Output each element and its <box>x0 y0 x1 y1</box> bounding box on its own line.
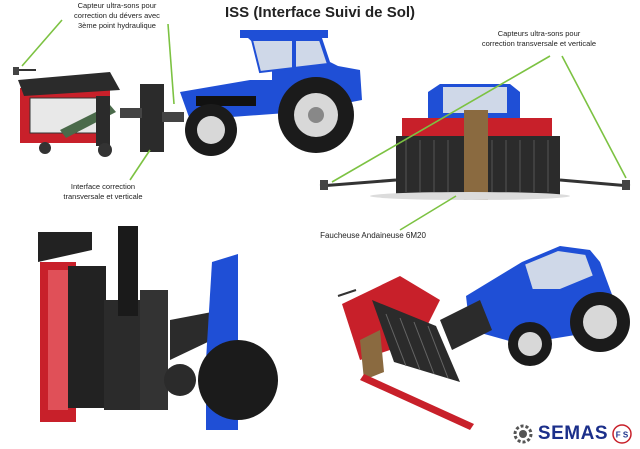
ultrasonic-sensor-left <box>320 180 328 190</box>
tractor-rear-view <box>319 84 631 200</box>
page-title: ISS (Interface Suivi de Sol) <box>224 4 416 21</box>
annotation-arrows <box>21 19 627 231</box>
badge-icon: F S <box>612 424 632 444</box>
tractor-three-quarter-view <box>337 246 630 430</box>
annotation-top-right: Capteurs ultra-sons pour correction tran… <box>481 29 597 48</box>
tractor-side-view <box>13 30 362 157</box>
gear-icon <box>513 424 533 444</box>
ultrasonic-sensor-right <box>622 180 630 190</box>
vertical-cylinder <box>118 226 138 316</box>
semas-logo: SEMAS F S <box>512 423 632 445</box>
annotation-mower: Faucheuse Andaineuse 6M20 <box>320 231 426 240</box>
mower-side-implement <box>13 67 120 157</box>
annotation-top-left: Capteur ultra-sons pour correction du dé… <box>74 1 160 30</box>
logo-text: SEMAS <box>537 423 608 444</box>
annotation-bottom-left: Interface correction transversale et ver… <box>63 182 143 201</box>
interface-closeup <box>38 226 278 430</box>
mower-angled <box>337 276 474 430</box>
hitch-frame <box>140 84 164 152</box>
badge-text: F S <box>616 431 629 440</box>
